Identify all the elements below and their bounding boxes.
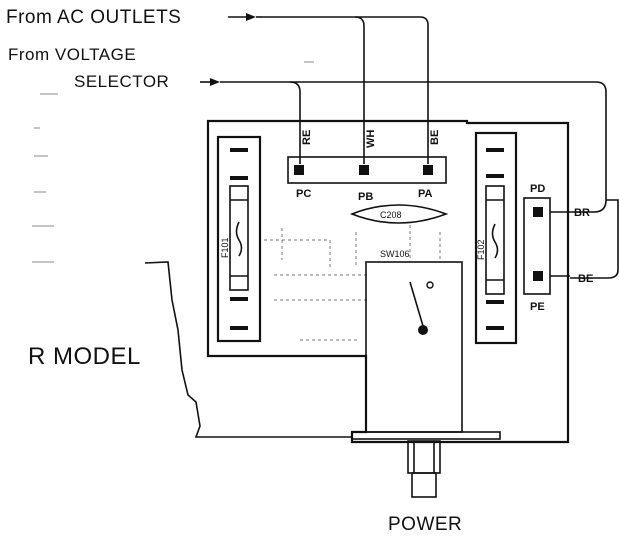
connector-strip bbox=[287, 156, 447, 184]
label-from-ac-outlets: From AC OUTLETS bbox=[6, 7, 181, 28]
terminal-pb: PB bbox=[358, 191, 373, 203]
wire-label-br: BR bbox=[574, 207, 590, 219]
wire-label-be-right: BE bbox=[578, 273, 593, 285]
label-sw106: SW106 bbox=[380, 249, 410, 259]
label-power: POWER bbox=[388, 514, 462, 535]
ac-outlets-arrowhead bbox=[246, 13, 256, 21]
terminal-block-pd-pe bbox=[523, 197, 570, 295]
switch-contact-top bbox=[426, 281, 434, 289]
terminal-pe: PE bbox=[530, 301, 545, 313]
power-button bbox=[351, 431, 501, 498]
terminal-pd: PD bbox=[530, 183, 545, 195]
margin-marks bbox=[32, 61, 314, 263]
selector-arrowhead bbox=[210, 78, 220, 86]
label-f101: F101 bbox=[220, 237, 230, 258]
pcb-outline bbox=[206, 119, 570, 444]
power-switch-body bbox=[365, 261, 463, 433]
wire-ac-outlets bbox=[262, 16, 429, 164]
capacitor-c208 bbox=[349, 204, 449, 224]
wire-label-be-top: BE bbox=[429, 130, 441, 145]
switch-lever bbox=[409, 281, 424, 327]
terminal-pa: PA bbox=[418, 188, 433, 200]
fuse-holder-f102 bbox=[474, 131, 518, 345]
wire-label-re: RE bbox=[301, 130, 313, 145]
wire-voltage-be bbox=[570, 199, 619, 279]
label-c208: C208 bbox=[380, 210, 402, 220]
pcb-traces bbox=[264, 225, 441, 341]
wire-ac-wh bbox=[354, 16, 365, 164]
label-f102: F102 bbox=[476, 239, 486, 260]
terminal-pc: PC bbox=[296, 188, 311, 200]
label-selector: SELECTOR bbox=[74, 72, 169, 91]
wire-voltage-selector bbox=[220, 81, 607, 213]
label-r-model: R MODEL bbox=[28, 343, 141, 370]
wire-label-wh: WH bbox=[365, 130, 377, 148]
label-from-voltage: From VOLTAGE bbox=[8, 45, 136, 64]
fuse-holder-f101 bbox=[216, 135, 262, 343]
switch-contact-bottom bbox=[418, 325, 428, 335]
chassis-edge bbox=[144, 261, 352, 438]
wire-voltage-re bbox=[289, 81, 301, 164]
